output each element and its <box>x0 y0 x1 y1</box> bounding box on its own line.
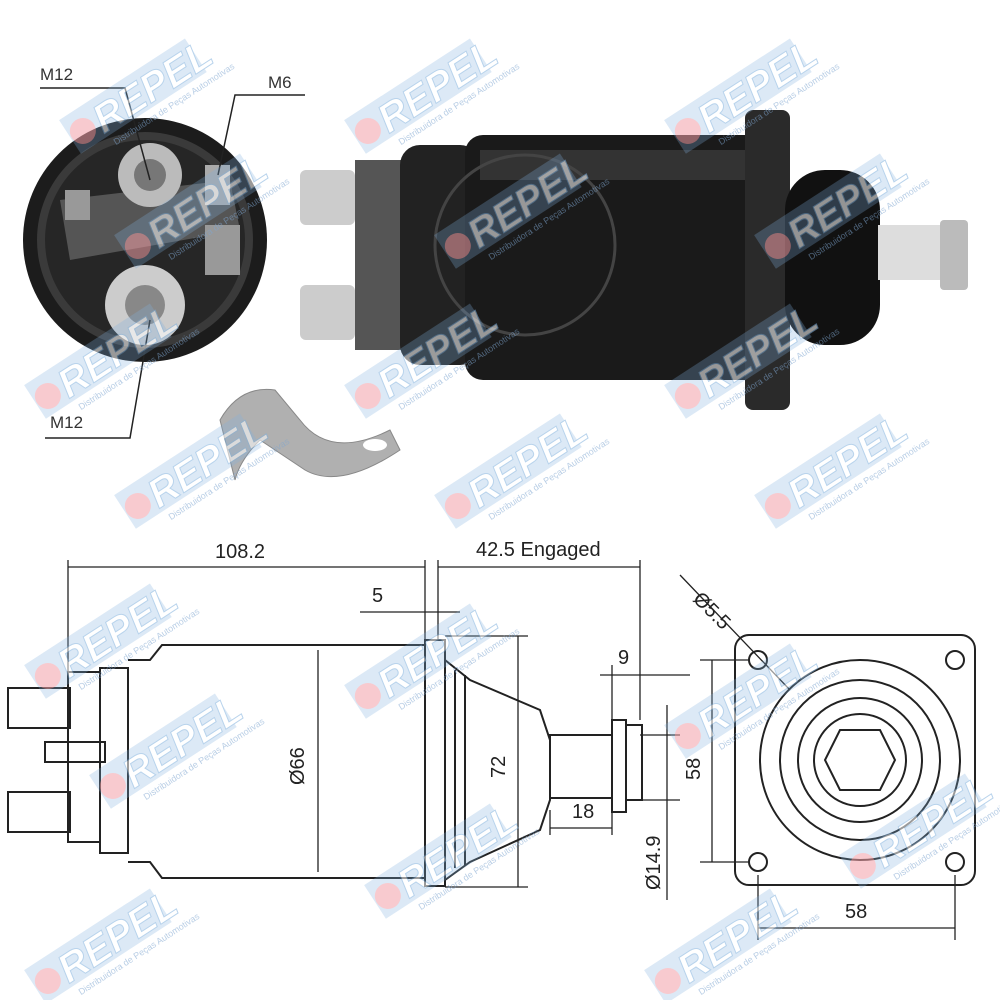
repel-logo-icon <box>124 492 151 519</box>
callout-lines <box>40 87 305 439</box>
dim-stud-length: 18 <box>572 801 594 823</box>
dim-flange-thickness: 5 <box>372 585 383 607</box>
side-view-drawing <box>7 639 643 887</box>
repel-logo-icon <box>654 967 681 994</box>
repel-logo-icon <box>764 232 791 259</box>
repel-logo-icon <box>34 967 61 994</box>
callout-m12-top: M12 <box>40 65 73 84</box>
dimension-lines <box>67 560 690 900</box>
repel-logo-icon <box>99 772 126 799</box>
dim-length: 108.2 <box>215 541 265 563</box>
repel-logo-icon <box>849 852 876 879</box>
dim-nut-width: 9 <box>618 647 629 669</box>
dim-engaged: 42.5 Engaged <box>476 539 601 561</box>
repel-logo-icon <box>69 117 96 144</box>
mounting-bracket <box>219 388 401 481</box>
repel-logo-icon <box>674 382 701 409</box>
repel-logo-icon <box>354 117 381 144</box>
repel-logo-icon <box>34 662 61 689</box>
end-view-dimensions <box>679 574 956 940</box>
repel-logo-icon <box>124 232 151 259</box>
repel-logo-icon <box>674 722 701 749</box>
repel-logo-icon <box>34 382 61 409</box>
end-view-photo <box>23 118 267 362</box>
dim-hole-diameter: Ø5.5 <box>688 588 734 634</box>
callout-m12-bottom: M12 <box>50 413 83 432</box>
dim-mount-horizontal: 58 <box>845 901 867 923</box>
callout-m6: M6 <box>268 73 292 92</box>
dim-shaft-diameter: Ø14.9 <box>643 836 665 890</box>
dim-flange-height: 72 <box>488 756 510 778</box>
dim-body-diameter: Ø66 <box>287 747 309 785</box>
side-view-photo <box>300 110 968 410</box>
repel-logo-icon <box>674 117 701 144</box>
repel-logo-icon <box>764 492 791 519</box>
repel-logo-icon <box>374 882 401 909</box>
repel-logo-icon <box>354 682 381 709</box>
repel-logo-icon <box>444 232 471 259</box>
repel-logo-icon <box>354 382 381 409</box>
dim-mount-vertical: 58 <box>683 758 705 780</box>
repel-logo-icon <box>444 492 471 519</box>
